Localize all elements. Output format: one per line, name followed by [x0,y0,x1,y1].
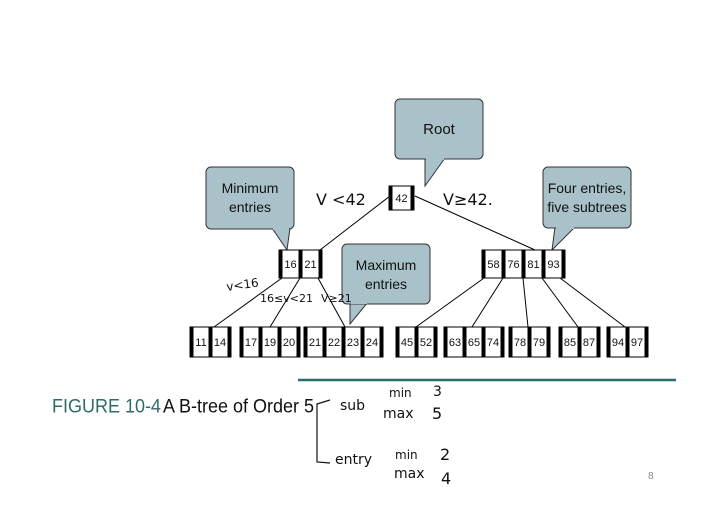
node-key: 19 [264,337,276,349]
node-key: 21 [309,337,321,349]
node-key: 24 [366,337,378,349]
leaf-node: 94 97 [606,326,649,358]
figure-title: A B-tree of Order 5 [163,396,314,418]
page-number: 8 [648,471,654,482]
node-key: 22 [328,337,340,349]
node-key: 17 [245,337,257,349]
note-sub: sub [340,398,365,414]
edge-root-right [414,195,536,251]
node-key: 11 [195,337,206,349]
note-entry-min-value: 2 [440,445,450,464]
node-key: 87 [583,337,595,349]
note-sub-max-value: 5 [432,404,442,423]
callout-four-line1: Four entries, [548,180,627,196]
node-key: 63 [449,337,461,349]
callout-min-line1: Minimum [222,180,279,196]
callout-minimum-entries: Minimum entries [205,166,295,252]
node-key: 14 [214,337,226,349]
leaf-node: 85 87 [558,326,601,358]
annotation-16-le-v-lt-21: 16≤v<21 [260,292,313,305]
node-key: 76 [507,259,519,271]
node-key: 52 [420,337,432,349]
edge-right-leaf8 [559,277,626,328]
note-entry-max-label: max [394,466,425,482]
node-key: 21 [304,259,316,271]
right-internal-node: 58 76 81 93 [481,249,566,279]
edge-right-leaf5 [471,277,504,328]
node-key: 79 [533,337,545,349]
node-key: 58 [487,259,499,271]
node-key: 97 [631,337,643,349]
node-key: 85 [564,337,576,349]
callout-max-line1: Maximum [356,257,417,273]
callout-root: Root [394,98,484,188]
note-entry: entry [335,452,372,468]
callout-maximum-entries: Maximum entries [341,243,431,326]
leaf-node: 17 19 20 [239,326,301,358]
callout-root-text: Root [423,121,456,138]
edge-right-leaf7 [541,277,579,328]
note-entry-min-label: min [395,448,418,462]
leaf-node: 45 52 [395,326,438,358]
edge-right-leaf6 [522,277,529,328]
note-sub-min-value: 3 [433,384,442,400]
figure-label: FIGURE 10-4 [52,396,161,418]
node-key: 81 [527,259,539,271]
notes-bracket [316,399,331,464]
edge-left-leaf3 [317,277,346,328]
node-key: 78 [514,337,526,349]
node-key: 74 [487,337,499,349]
annotation-v-lt-42: V <42 [316,190,366,209]
node-key: 20 [283,337,295,349]
leaf-node: 78 79 [508,326,551,358]
node-key: 16 [284,259,296,271]
leaf-node: 11 14 [189,326,232,358]
node-key: 93 [547,259,559,271]
note-sub-min-label: min [389,386,412,400]
node-key: 94 [612,337,624,349]
tree-edges [213,195,626,328]
annotation-v-ge-21: V≥21 [321,292,352,305]
node-key: 23 [347,337,359,349]
root-node: 42 [388,185,415,211]
callout-min-line2: entries [229,199,271,215]
leaf-node: 63 65 74 [443,326,505,358]
node-key: 45 [401,337,413,349]
handwritten-annotations: V <42 V≥42. v<16 16≤v<21 V≥21 [225,190,492,305]
edge-left-leaf2 [269,277,301,328]
node-key: 65 [468,337,480,349]
edge-right-leaf4 [415,277,485,328]
callout-four-entries: Four entries, five subtrees [542,166,632,252]
note-entry-max-value: 4 [441,469,451,488]
note-sub-max-label: max [383,406,414,422]
edge-root-left [319,195,391,251]
callout-max-line2: entries [365,276,407,292]
leaf-node: 21 22 23 24 [303,326,384,358]
callout-four-line2: five subtrees [547,199,626,215]
node-key: 42 [395,193,407,205]
annotation-v-ge-42: V≥42. [443,190,493,209]
handwritten-notes: sub min 3 max 5 entry min 2 max 4 [316,384,451,488]
annotation-v-lt-16: v<16 [225,276,259,294]
edge-left-leaf1 [213,277,283,328]
